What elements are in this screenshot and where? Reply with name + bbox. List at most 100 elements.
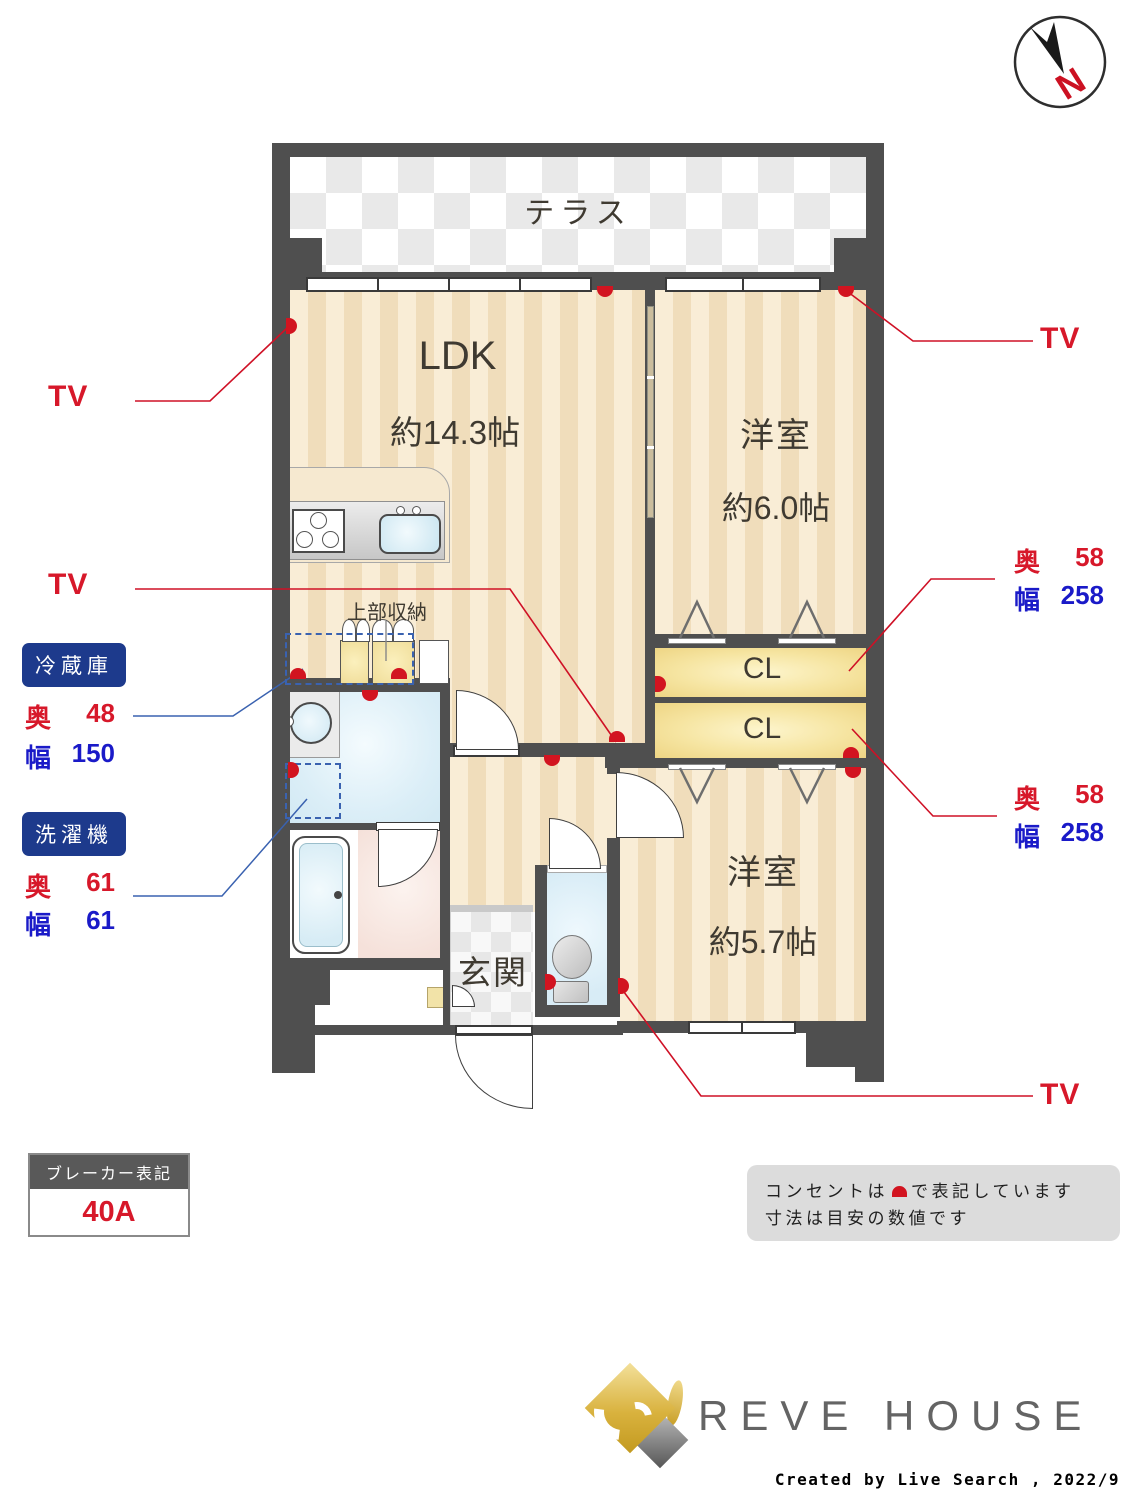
wall-block-bottomright-b xyxy=(855,1067,884,1082)
outlet-marker xyxy=(655,676,666,692)
door-entrance xyxy=(455,1035,533,1109)
breaker-title: ブレーカー表記 xyxy=(30,1155,188,1189)
bedroom1-name: 洋室 xyxy=(740,417,812,455)
bedroom2-area: 約5.7帖 xyxy=(708,924,818,960)
wall-bottom-mid xyxy=(533,1025,623,1035)
sliding-door-gap-2 xyxy=(647,446,654,449)
wall-closet-bottom xyxy=(617,758,884,768)
window-bedroom1-div xyxy=(742,278,744,291)
closet2-depth-value: 58 xyxy=(1075,779,1104,809)
entrance-threshold xyxy=(450,905,533,912)
stove-burner-1 xyxy=(310,512,327,529)
breaker-value: 40A xyxy=(82,1195,136,1228)
outlet-marker xyxy=(290,668,306,679)
wall-terrace-top xyxy=(272,143,884,157)
ldk-name: LDK xyxy=(418,334,497,378)
tv-label-topright: TV xyxy=(1040,322,1081,355)
wall-bedroom2-left-a xyxy=(607,758,620,774)
fridge-depth-row: 奥 48 xyxy=(25,698,115,735)
width-label: 幅 xyxy=(1014,822,1041,852)
closet1-label: CL xyxy=(742,652,782,685)
bedroom1-floor xyxy=(655,290,866,634)
width-label: 幅 xyxy=(1014,585,1041,615)
sill-closet1 xyxy=(668,638,726,644)
depth-label: 奥 xyxy=(25,703,52,733)
washer-depth-row: 奥 61 xyxy=(25,867,115,904)
brand-logo-icon xyxy=(582,1362,698,1477)
washer-width-row: 幅 61 xyxy=(25,905,115,942)
outlet-marker xyxy=(845,767,861,778)
note-line1: コンセントは で表記しています xyxy=(765,1178,1102,1205)
wall-terrace-right xyxy=(866,143,884,290)
closet1-width-value: 258 xyxy=(1060,580,1104,610)
outlet-legend-icon xyxy=(892,1186,907,1197)
note-box: コンセントは で表記しています 寸法は目安の数値です xyxy=(747,1165,1120,1241)
window-bedroom2-div xyxy=(741,1022,743,1033)
wall-toilet-bottom xyxy=(535,1005,620,1017)
sill-closet1b xyxy=(778,638,836,644)
wall-washroom-right xyxy=(440,683,450,958)
kitchen-sink xyxy=(379,514,441,554)
terrace-label: テラス xyxy=(524,197,632,230)
wall-left xyxy=(272,290,290,958)
wall-bath-bottom xyxy=(272,958,450,970)
width-label: 幅 xyxy=(25,910,52,940)
wall-washroom-bath xyxy=(272,823,450,830)
width-label: 幅 xyxy=(25,743,52,773)
washer-width-value: 61 xyxy=(86,905,115,935)
outlet-marker xyxy=(545,974,556,990)
fridge-width-value: 150 xyxy=(71,738,115,768)
closet2-width-row: 幅 258 xyxy=(1014,817,1104,854)
closet1-width-row: 幅 258 xyxy=(1014,580,1104,617)
closet1-depth-value: 58 xyxy=(1075,542,1104,572)
wall-closet-mid xyxy=(655,697,868,703)
outlet-marker xyxy=(597,286,613,297)
outlet-marker xyxy=(843,747,859,758)
ldk-area: 約14.3帖 xyxy=(389,414,521,451)
outlet-marker xyxy=(618,978,629,994)
note-line1-after: で表記しています xyxy=(911,1182,1075,1201)
closet1-depth-row: 奥 58 xyxy=(1014,542,1104,579)
fridge-depth-value: 48 xyxy=(86,698,115,728)
brand-credit: Created by Live Search , 2022/9 xyxy=(774,1470,1120,1489)
wall-bottom-left xyxy=(313,1025,455,1035)
outlet-marker xyxy=(288,762,299,778)
window-ldk-div2 xyxy=(448,278,450,291)
tv-label-topleft: TV xyxy=(48,380,89,413)
wall-closet-left xyxy=(645,648,655,766)
closet1-floor xyxy=(655,648,868,697)
upper-storage-label: 上部収納 xyxy=(347,602,427,624)
entrance-label: 玄関 xyxy=(458,954,528,991)
sliding-door-panel xyxy=(647,306,654,518)
outlet-marker xyxy=(391,668,407,679)
compass-needle-icon xyxy=(1030,22,1064,74)
faucet-dot-1 xyxy=(396,506,405,515)
wall-entrance-left xyxy=(443,970,450,1025)
tv-label-midleft: TV xyxy=(48,568,89,601)
toilet-bowl xyxy=(552,935,592,979)
wall-bottomleft-a xyxy=(272,970,330,1005)
closet2-depth-row: 奥 58 xyxy=(1014,779,1104,816)
sill-closet2 xyxy=(668,764,726,770)
wall-toilet-right xyxy=(607,868,620,1008)
wall-block-bottomright-a xyxy=(806,1021,884,1067)
note-line2: 寸法は目安の数値です xyxy=(765,1209,970,1228)
washer-badge: 洗濯機 xyxy=(22,812,126,856)
sill-closet2b xyxy=(778,764,836,770)
outlet-marker xyxy=(286,318,297,334)
faucet-dot-2 xyxy=(412,506,421,515)
depth-label: 奥 xyxy=(25,872,52,902)
wall-bedroom2-left-b xyxy=(607,838,620,868)
note-line1-before: コンセントは xyxy=(765,1182,888,1201)
compass: N xyxy=(1013,15,1107,109)
breaker-box: ブレーカー表記 40A xyxy=(28,1153,190,1237)
sill-entrance-door xyxy=(455,1025,533,1035)
terrace-floor xyxy=(290,157,866,290)
storage-white-box xyxy=(419,640,449,684)
depth-label: 奥 xyxy=(1014,547,1041,577)
window-ldk-div1 xyxy=(377,278,379,291)
wall-terrace-left xyxy=(272,143,290,290)
depth-label: 奥 xyxy=(1014,784,1041,814)
outlet-marker xyxy=(362,690,378,701)
